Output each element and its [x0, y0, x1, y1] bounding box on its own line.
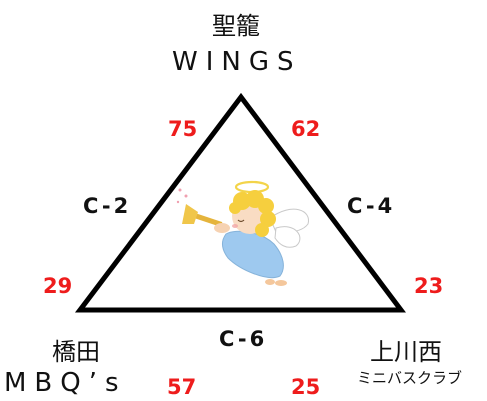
score-c2-left: 29: [43, 274, 73, 298]
team-right-name: 上川西: [370, 338, 442, 366]
team-right-sub: ミニバスクラブ: [357, 369, 463, 387]
score-c2-top: 75: [168, 117, 198, 141]
match-label-c2: C-2: [83, 194, 132, 218]
team-left-sub: MBQ’s: [4, 368, 127, 398]
score-c4-top: 62: [291, 117, 321, 141]
match-label-c6: C-6: [219, 327, 268, 351]
score-c6-right: 25: [291, 375, 321, 399]
score-c6-left: 57: [167, 375, 197, 399]
score-c4-right: 23: [414, 274, 444, 298]
match-label-c4: C-4: [347, 194, 396, 218]
angel-trumpet-icon: [176, 180, 309, 286]
team-top-sub: WINGS: [172, 47, 302, 77]
team-left-name: 橋田: [52, 338, 100, 366]
team-top-name: 聖籠: [212, 12, 260, 40]
match-triangle: [74, 92, 407, 313]
